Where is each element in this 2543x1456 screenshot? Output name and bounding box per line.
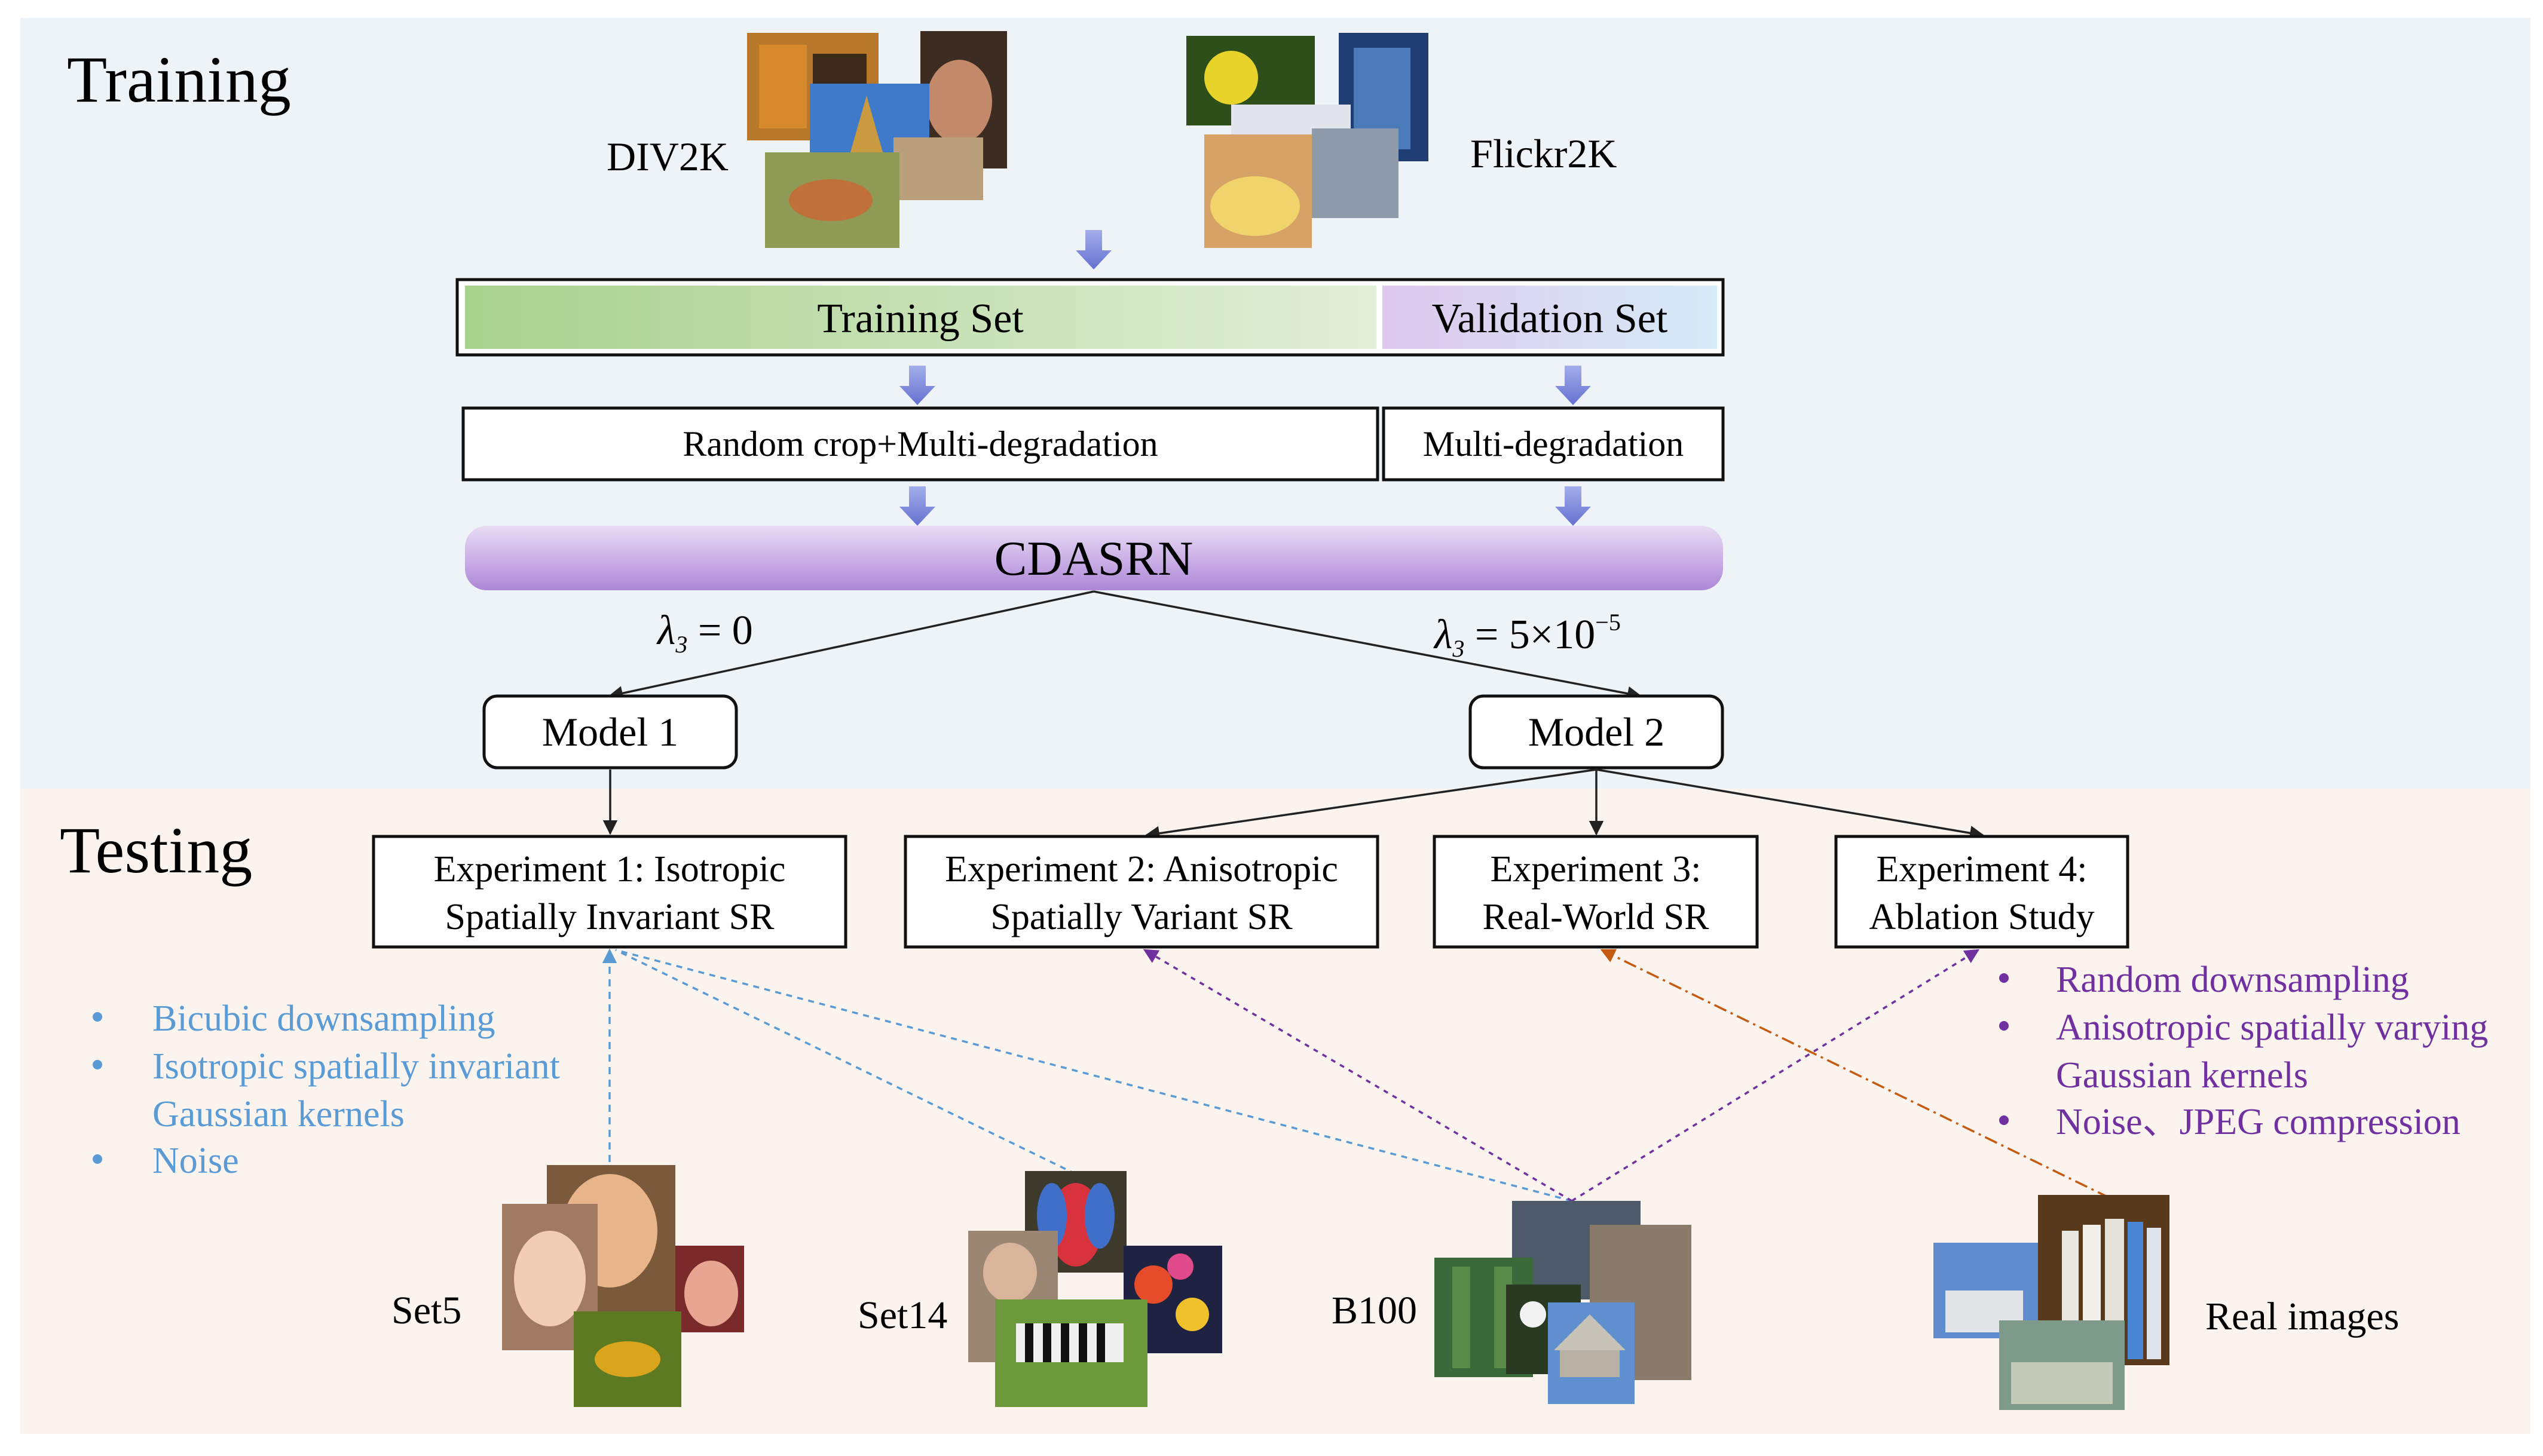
right-bullet-2-cont: Gaussian kernels	[2056, 1055, 2308, 1096]
flickr2k-label: Flickr2K	[1470, 131, 1617, 176]
validation-set-label: Validation Set	[1432, 296, 1668, 342]
experiment-2-line2: Spatially Variant SR	[990, 897, 1293, 937]
real-images-label: Real images	[2205, 1295, 2399, 1338]
edge-set14-to-exp1	[615, 949, 1076, 1175]
left-bullet-3: Noise	[152, 1141, 239, 1181]
experiment-1-box: Experiment 1: Isotropic Spatially Invari…	[372, 835, 847, 949]
model1-label: Model 1	[542, 709, 679, 755]
left-bullet-2-cont: Gaussian kernels	[152, 1094, 405, 1135]
left-bullet-1: Bicubic downsampling	[152, 998, 495, 1039]
b100-label: B100	[1332, 1289, 1417, 1332]
set14-image-collage	[968, 1171, 1222, 1407]
dataset-split-box	[455, 278, 1725, 357]
edge-model2-to-exp2	[1144, 768, 1597, 841]
real-images-collage	[1933, 1195, 2169, 1410]
left-bullet-list	[93, 1012, 102, 1164]
experiment-3-line1: Experiment 3:	[1491, 849, 1702, 890]
training-set-label: Training Set	[817, 296, 1024, 342]
b100-image-collage	[1434, 1201, 1691, 1404]
div2k-image-collage	[747, 31, 1007, 248]
edge-network-to-model2	[1093, 590, 1642, 701]
experiment-4-line2: Ablation Study	[1869, 897, 2094, 937]
experiment-2-line1: Experiment 2: Anisotropic	[945, 849, 1338, 890]
right-bullet-1: Random downsampling	[2056, 960, 2409, 1000]
edge-model2-to-exp4	[1596, 768, 1985, 841]
set14-label: Set14	[858, 1293, 947, 1337]
train-preprocess-label: Random crop+Multi-degradation	[683, 424, 1158, 464]
set5-label: Set5	[391, 1289, 461, 1332]
edge-b100-to-exp2	[1143, 949, 1572, 1202]
right-bullet-2: Anisotropic spatially varying	[2056, 1007, 2488, 1048]
model2-box	[1468, 694, 1724, 770]
experiment-3-line2: Real-World SR	[1482, 897, 1709, 937]
left-bullet-2: Isotropic spatially invariant	[152, 1046, 560, 1087]
experiment-1-line2: Spatially Invariant SR	[445, 897, 775, 937]
experiment-2-box: Experiment 2: Anisotropic Spatially Vari…	[904, 835, 1379, 949]
div2k-label: DIV2K	[607, 134, 729, 179]
experiment-3-box: Experiment 3: Real-World SR	[1433, 835, 1759, 949]
set5-image-collage	[502, 1165, 744, 1407]
right-bullet-3: Noise、JPEG compression	[2056, 1102, 2461, 1142]
experiment-4-box: Experiment 4: Ablation Study	[1834, 835, 2129, 949]
right-bullet-list	[1999, 973, 2009, 1125]
lambda-right-label: λ3 = 5×10−5	[1433, 609, 1621, 662]
edge-b100-to-exp1	[615, 949, 1572, 1202]
lambda-left-label: λ3 = 0	[656, 608, 753, 658]
training-title: Training	[67, 43, 291, 116]
edge-b100-to-exp4	[1571, 949, 1980, 1202]
val-preprocess-box	[1382, 406, 1725, 482]
model2-label: Model 2	[1528, 709, 1665, 755]
edge-real-to-exp3	[1600, 949, 2110, 1199]
flickr2k-image-collage	[1186, 33, 1428, 248]
edge-network-to-model1	[608, 590, 1094, 701]
experiment-1-line1: Experiment 1: Isotropic	[434, 849, 786, 890]
model1-box	[482, 694, 738, 770]
cdasrn-label: CDASRN	[994, 531, 1194, 586]
val-preprocess-label: Multi-degradation	[1423, 424, 1684, 464]
testing-title: Testing	[60, 814, 252, 887]
train-preprocess-box	[461, 406, 1379, 482]
experiment-4-line1: Experiment 4:	[1877, 849, 2088, 890]
cdasrn-network-bar	[465, 526, 1723, 590]
